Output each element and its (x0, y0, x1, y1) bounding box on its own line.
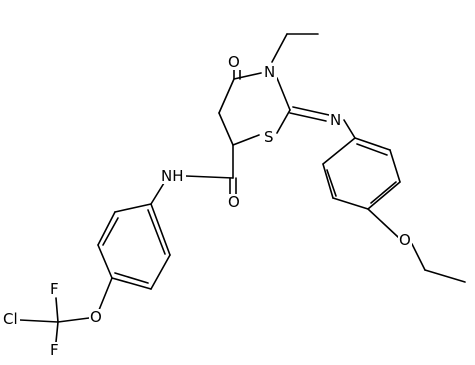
atom-n-imine: N (330, 111, 341, 129)
atom-f-bottom: F (50, 341, 59, 359)
bond-line (19, 319, 59, 323)
atom-cl: Cl (3, 310, 18, 328)
atom-layer: O N N S NH O O O Cl F F (2, 53, 412, 359)
bond-line (326, 169, 337, 197)
bond-line (150, 203, 171, 256)
bond-line (57, 317, 90, 323)
bond-line (218, 112, 234, 146)
bond-line (271, 33, 288, 63)
atom-o-ether-right: O (399, 231, 411, 249)
bond-line (322, 163, 334, 199)
atom-n-ring: N (264, 63, 275, 81)
bond-line (98, 277, 113, 311)
atom-o-amide: O (228, 193, 240, 211)
bond-line (292, 106, 330, 116)
bond-line (55, 297, 59, 323)
bond-line (55, 321, 59, 343)
bond-line (322, 137, 356, 165)
bond-line (356, 143, 388, 156)
bond-line (332, 197, 369, 210)
bond-line (150, 182, 165, 205)
bond-line (411, 243, 426, 271)
bond-line (289, 112, 327, 122)
atom-o-ether-left: O (90, 308, 102, 326)
bond-line (102, 217, 119, 246)
bond-line (424, 269, 466, 283)
atom-nh-amide: NH (161, 167, 184, 185)
bond-line (114, 272, 149, 284)
bond-line (276, 109, 291, 134)
atom-o-ketone: O (228, 53, 240, 71)
atom-f-top: F (50, 280, 59, 298)
bond-line (367, 208, 399, 238)
bond-line (343, 119, 356, 139)
atom-s-ring: S (264, 128, 274, 146)
bond-line (147, 209, 166, 255)
bond-line (354, 137, 391, 151)
bond-line (111, 277, 152, 290)
bond-line (150, 254, 171, 290)
bond-line (97, 244, 113, 279)
bond-line (233, 72, 262, 80)
bond-line (276, 77, 291, 111)
bond-line (114, 203, 152, 213)
bond-line (389, 149, 401, 183)
bond-line (370, 181, 397, 204)
bond-layer (19, 33, 466, 343)
bond-line (97, 211, 116, 246)
bond-line (367, 181, 401, 210)
bond-line (218, 78, 235, 114)
bond-line (185, 175, 234, 179)
bond-line (232, 134, 260, 146)
